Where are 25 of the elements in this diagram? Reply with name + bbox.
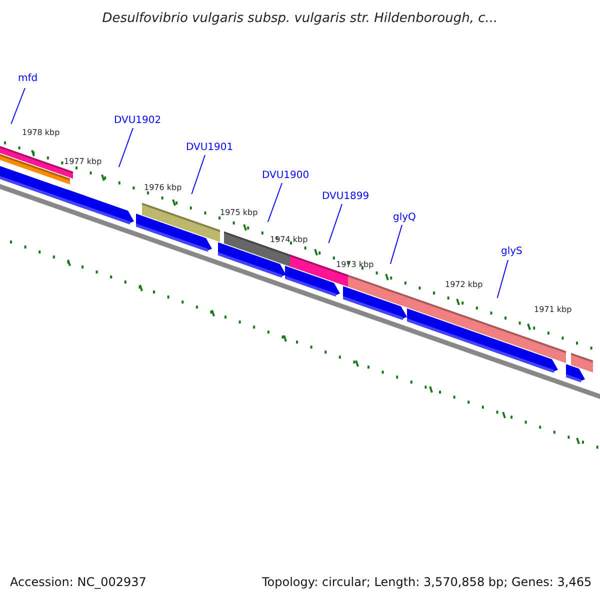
- genome-summary-text: Topology: circular; Length: 3,570,858 bp; Genes: 3,465: [262, 576, 592, 588]
- position-label: 1972 kbp: [445, 281, 483, 289]
- position-label: 1971 kbp: [534, 306, 572, 314]
- gene-label: glyS: [501, 247, 522, 257]
- gene-label: DVU1899: [322, 192, 370, 202]
- accession-text: Accession: NC_002937: [10, 576, 146, 588]
- position-label: 1976 kbp: [144, 184, 182, 192]
- leader-line: [191, 154, 206, 194]
- leader-line: [328, 204, 342, 244]
- gene-label: glyQ: [393, 213, 416, 223]
- position-label: 1973 kbp: [336, 261, 374, 269]
- gene-label: DVU1902: [114, 116, 162, 126]
- position-label: 1974 kbp: [270, 236, 308, 244]
- gene-label: DVU1901: [186, 143, 234, 153]
- leader-line: [267, 182, 282, 222]
- leader-line: [10, 88, 26, 124]
- title-text: Desulfovibrio vulgaris subsp. vulgaris str. Hildenborough, c...: [101, 12, 499, 25]
- leader-line: [496, 260, 508, 298]
- position-label: 1978 kbp: [22, 129, 60, 137]
- position-label: 1975 kbp: [220, 209, 258, 217]
- position-label: 1977 kbp: [64, 158, 102, 166]
- leader-line: [390, 224, 402, 264]
- leader-line: [118, 128, 134, 168]
- gene-label: mfd: [18, 74, 38, 84]
- gene-label: DVU1900: [262, 171, 310, 181]
